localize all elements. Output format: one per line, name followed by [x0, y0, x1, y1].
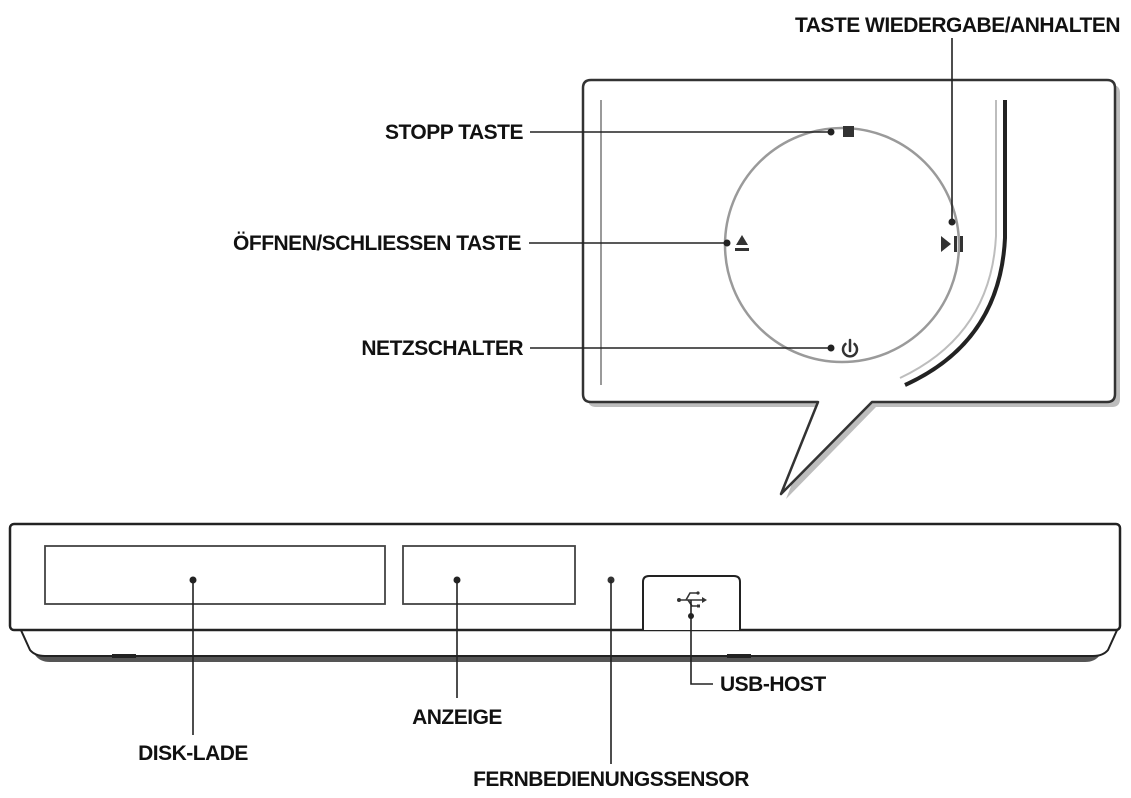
- panel-curved-edge: [904, 100, 1007, 387]
- labels: TASTE WIEDERGABE/ANHALTEN STOPP TASTE ÖF…: [138, 14, 1120, 791]
- foot-left: [112, 654, 136, 658]
- label-power: NETZSCHALTER: [361, 337, 523, 360]
- stop-icon[interactable]: [843, 126, 854, 137]
- play-pause-icon[interactable]: [941, 236, 963, 252]
- usb-icon: [677, 591, 707, 608]
- label-open-close: ÖFFNEN/SCHLIESSEN TASTE: [233, 232, 521, 255]
- power-icon[interactable]: [841, 338, 859, 358]
- panel-curved-edge-inner: [899, 100, 997, 379]
- label-disc-tray: DISK-LADE: [138, 742, 248, 765]
- callout-panel: [581, 78, 1117, 496]
- label-play-pause: TASTE WIEDERGABE/ANHALTEN: [795, 14, 1120, 37]
- display-window: [402, 545, 576, 605]
- label-usb-host: USB-HOST: [720, 673, 826, 696]
- leader-usb-host: [690, 600, 713, 685]
- eject-icon[interactable]: [735, 235, 749, 251]
- foot-right: [727, 654, 751, 658]
- player-body: [8, 522, 1122, 662]
- callout-bubble: [581, 78, 1120, 499]
- leader-lines: [192, 38, 953, 764]
- player-base: [18, 627, 1120, 657]
- label-stop: STOPP TASTE: [385, 121, 524, 144]
- label-remote-sensor: FERNBEDIENUNGSSENSOR: [473, 768, 749, 791]
- control-icons: [735, 126, 963, 358]
- label-display: ANZEIGE: [412, 706, 502, 729]
- disc-tray[interactable]: [44, 545, 386, 605]
- leader-dots: [189, 128, 956, 619]
